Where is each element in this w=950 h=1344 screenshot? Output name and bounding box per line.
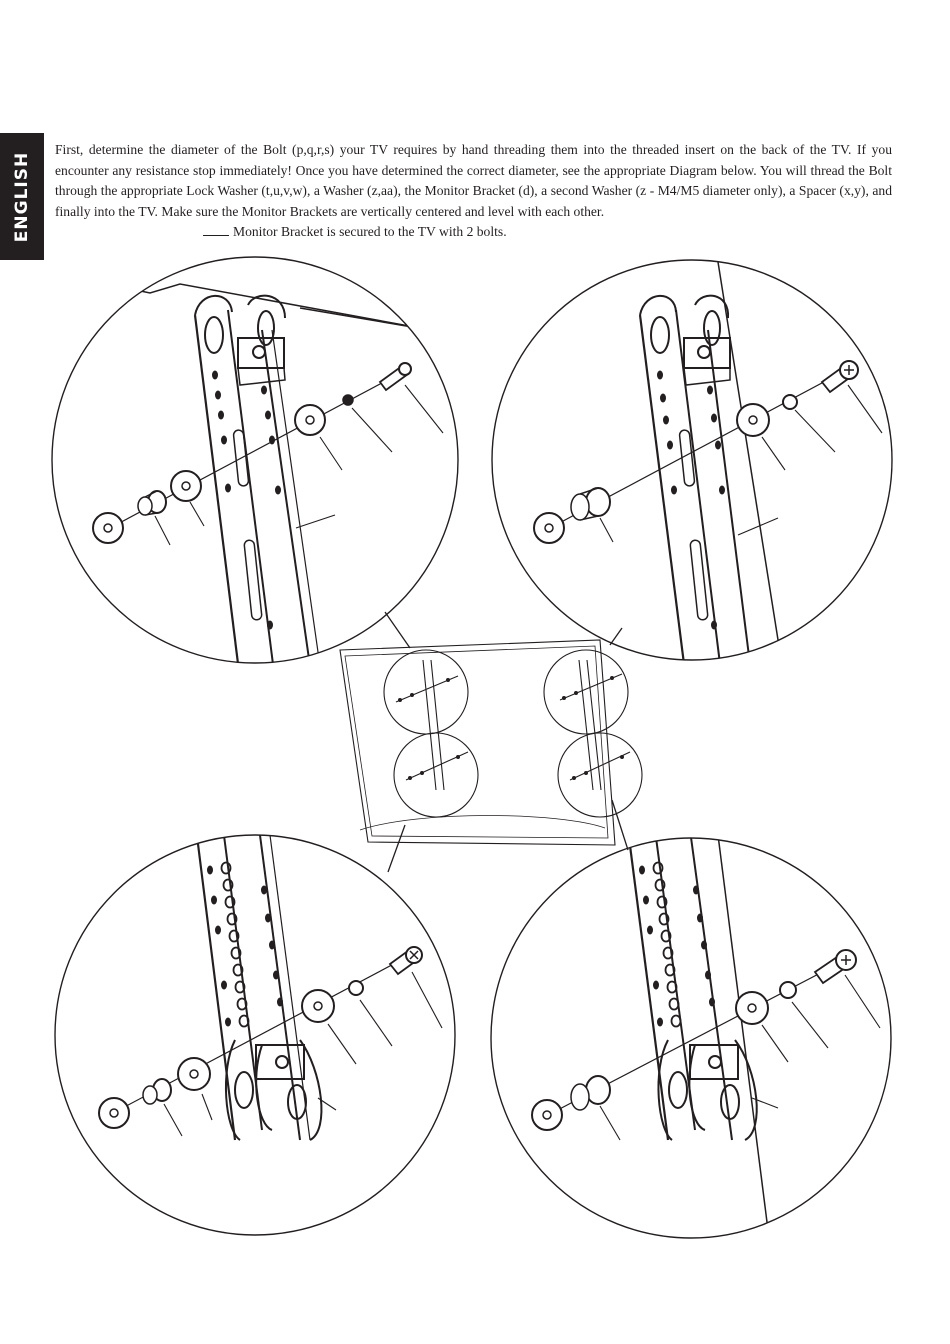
detail-circle-bottom-left (54, 834, 456, 1236)
detail-circle-top-right (491, 259, 893, 661)
detail-circle-top-left (51, 256, 459, 664)
tv-back-overview (339, 639, 643, 846)
detail-circle-bottom-right (490, 837, 892, 1239)
instructions-text: First, determine the diameter of the Bol… (55, 142, 892, 219)
language-tab: ENGLISH (0, 133, 44, 260)
connector-lines (384, 611, 629, 873)
instructions-last-line: Monitor Bracket is secured to the TV wit… (233, 224, 507, 239)
instructions-paragraph: First, determine the diameter of the Bol… (55, 140, 892, 243)
fill-in-blank (203, 224, 229, 236)
